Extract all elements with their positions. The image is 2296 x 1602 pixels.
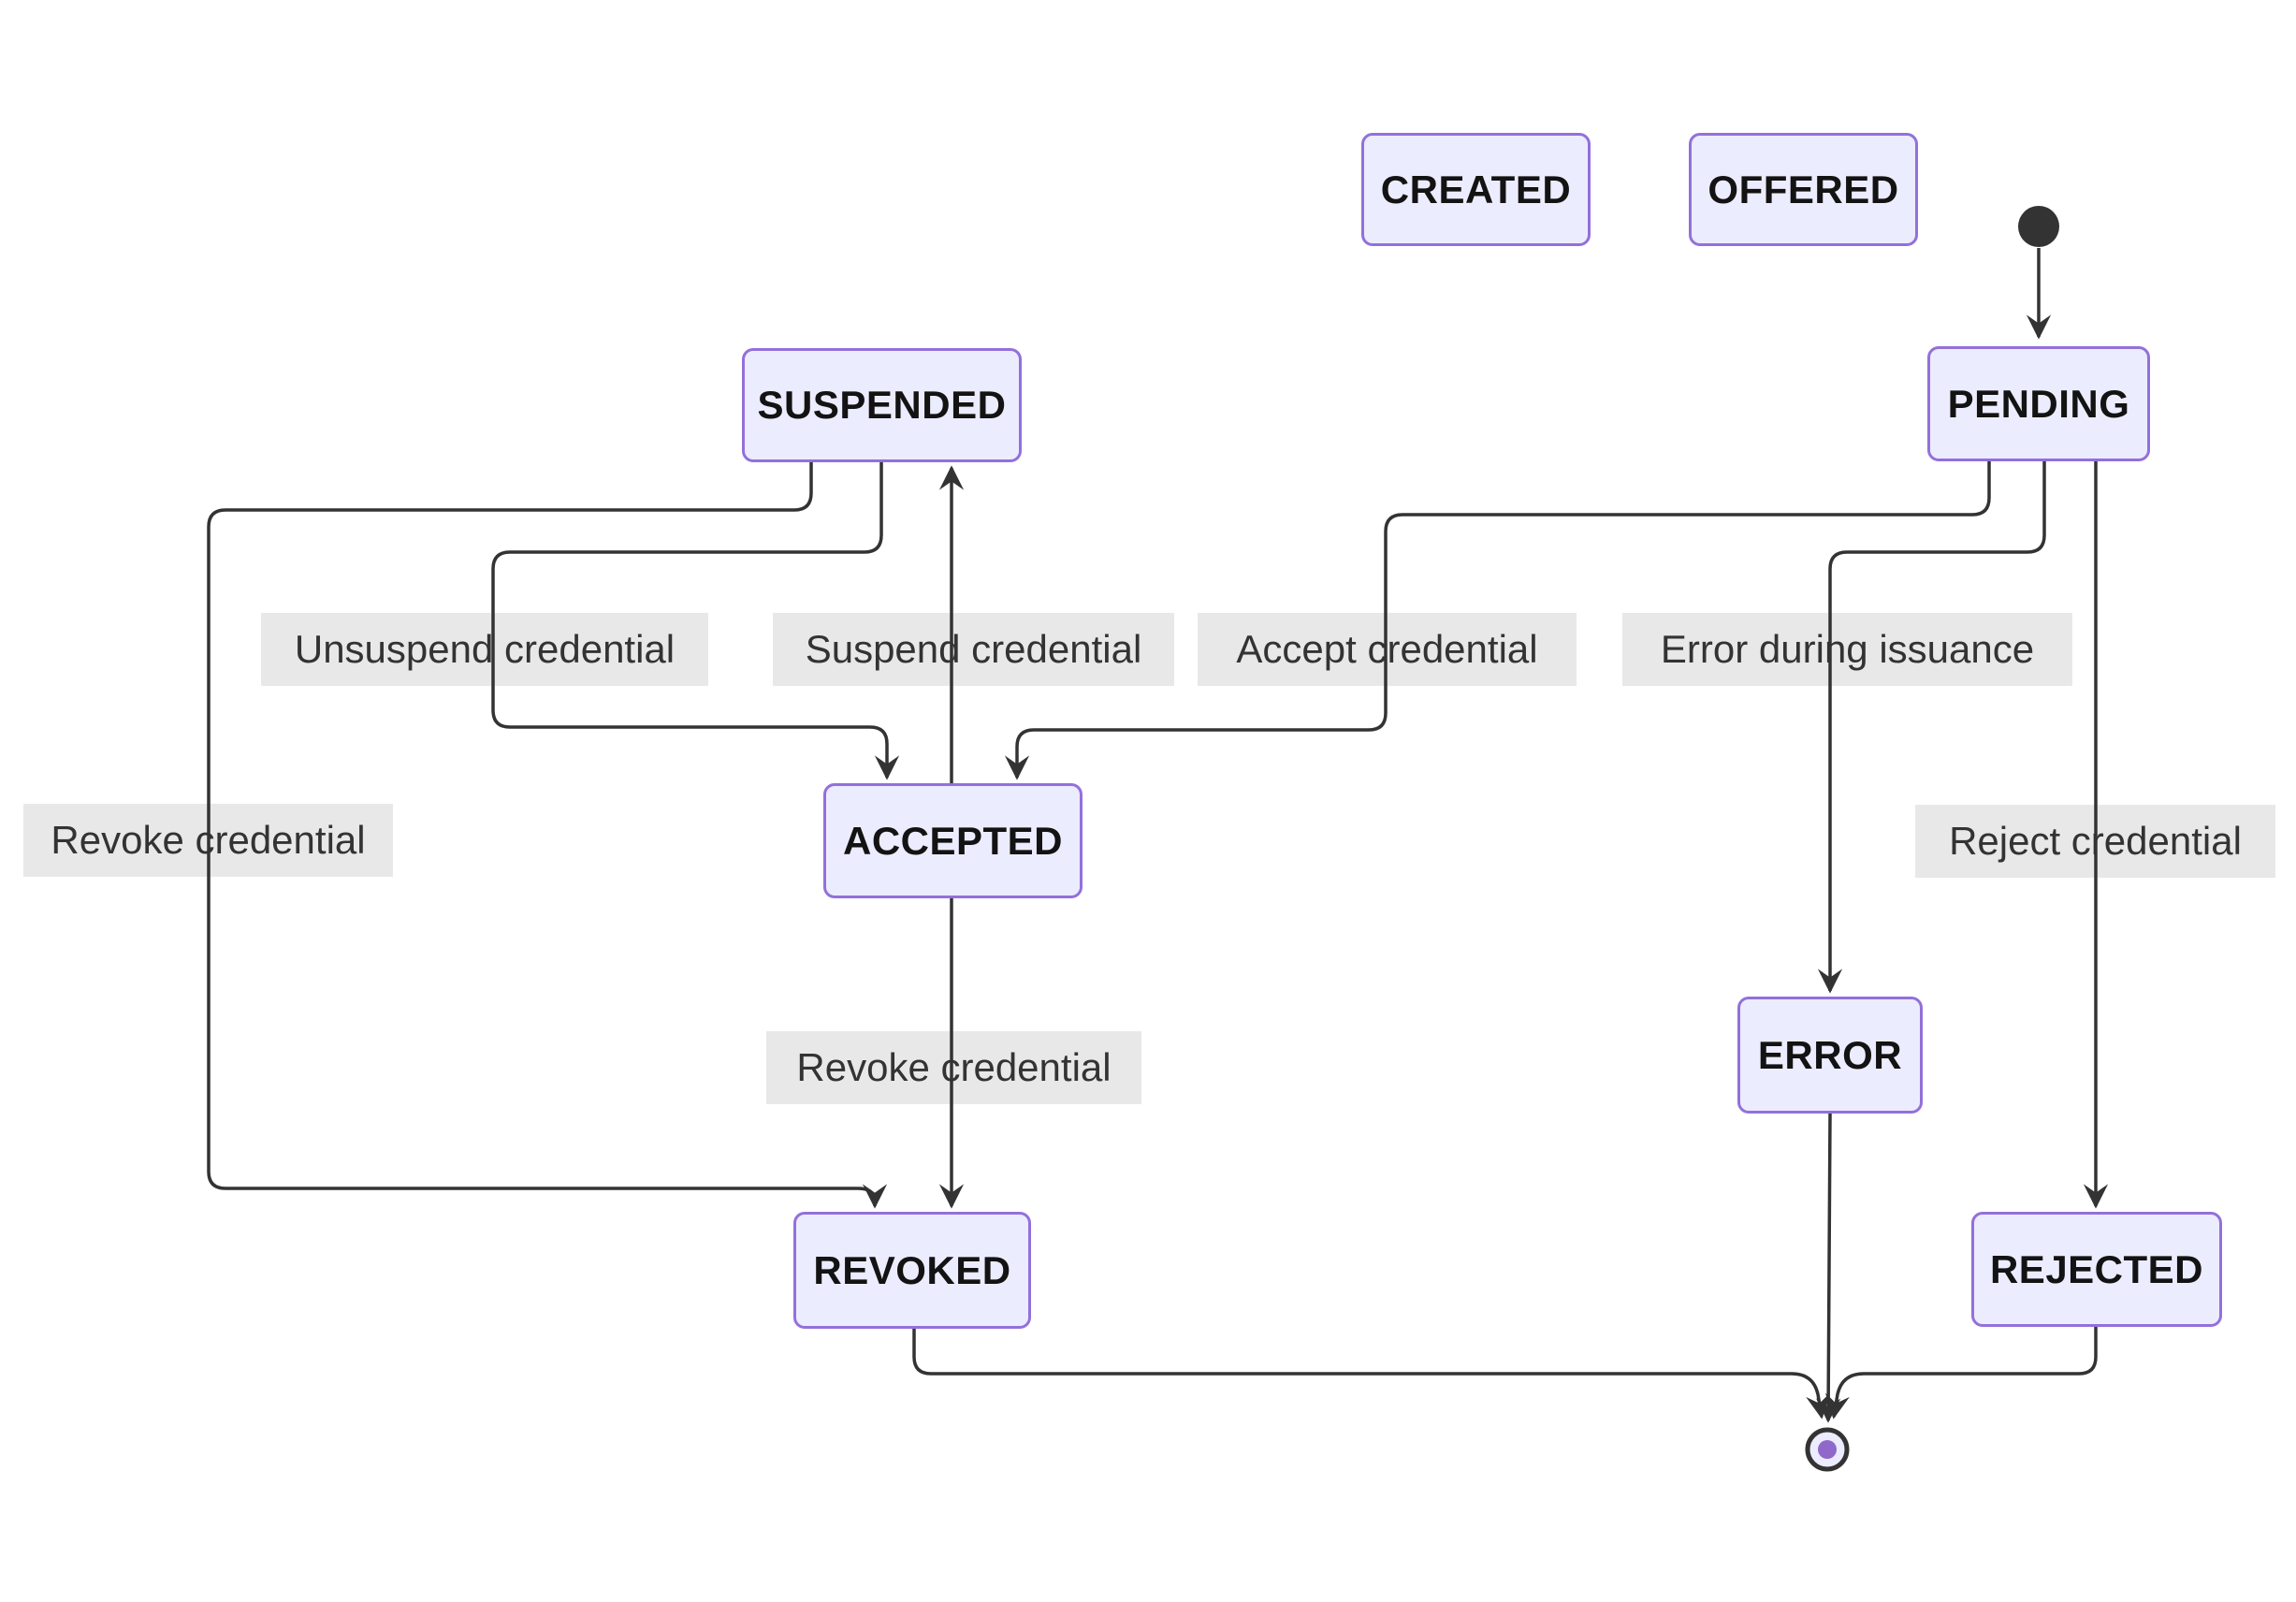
edge-label-revoke-credential-left: Revoke credential	[23, 804, 393, 877]
edge-label-unsuspend-credential: Unsuspend credential	[261, 613, 708, 686]
edge-label-revoke-credential-mid: Revoke credential	[766, 1031, 1141, 1104]
edge-label-reject-credential: Reject credential	[1915, 805, 2275, 878]
state-node-suspended: SUSPENDED	[742, 348, 1022, 462]
final-state-ring	[1805, 1427, 1850, 1472]
edge-error-to-final	[1816, 1113, 1841, 1423]
state-node-offered: OFFERED	[1689, 133, 1918, 246]
state-node-error: ERROR	[1737, 997, 1923, 1114]
edge-label-accept-credential: Accept credential	[1198, 613, 1577, 686]
edge-pending-to-error	[1817, 461, 2046, 994]
edge-rejected-to-final	[1824, 1327, 2098, 1420]
state-node-pending: PENDING	[1927, 346, 2150, 461]
edge-revoked-to-final	[912, 1329, 1831, 1420]
initial-state-dot	[2018, 206, 2059, 247]
edge-label-suspend-credential: Suspend credential	[773, 613, 1174, 686]
state-node-created: CREATED	[1361, 133, 1591, 246]
edge-label-error-during-issuance: Error during issuance	[1622, 613, 2072, 686]
state-node-accepted: ACCEPTED	[823, 783, 1083, 898]
state-node-rejected: REJECTED	[1971, 1212, 2222, 1327]
final-state-inner-dot	[1818, 1440, 1837, 1459]
state-node-revoked: REVOKED	[793, 1212, 1031, 1329]
